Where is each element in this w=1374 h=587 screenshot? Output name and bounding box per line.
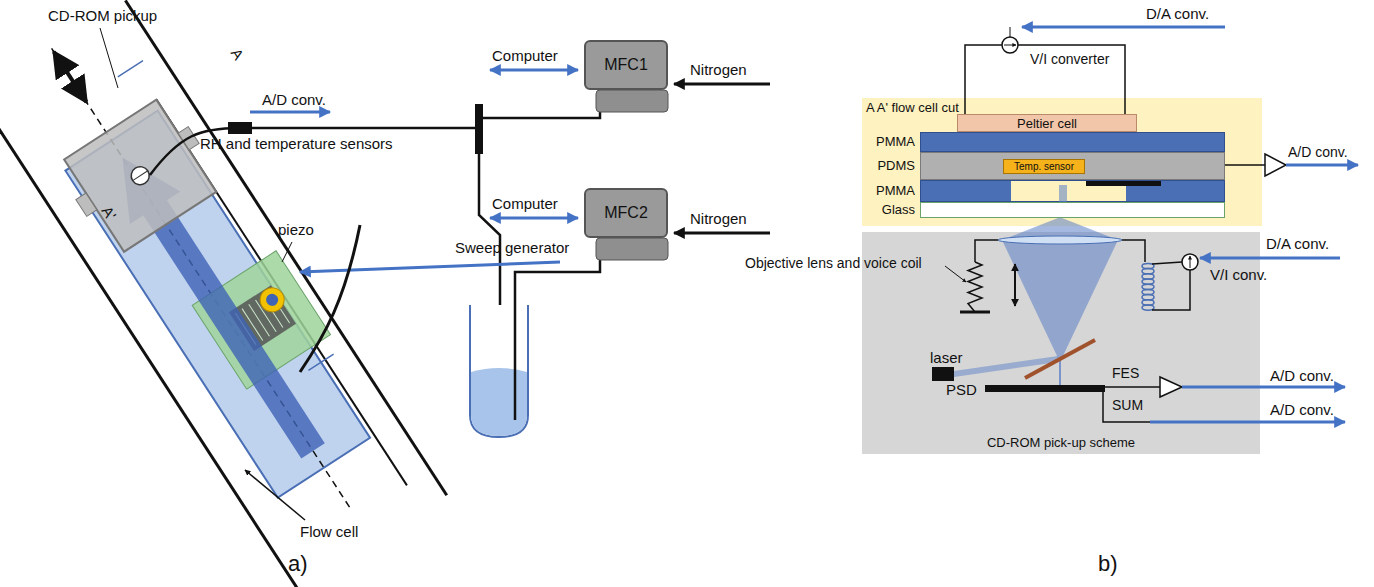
part-label: V/I conv. <box>1210 267 1267 284</box>
part-label: RH and temperature sensors <box>200 136 393 153</box>
probe-bar <box>1086 181 1161 186</box>
pdms-layer: PDMSTemp. sensor <box>920 152 1225 180</box>
part-label: Computer <box>492 48 558 65</box>
part-label: piezo <box>278 222 314 239</box>
flow-controller: MFC2 <box>584 188 668 238</box>
part-label: A <box>227 46 246 63</box>
part-label: Nitrogen <box>690 211 747 228</box>
node-label: Glass <box>882 203 915 217</box>
pickup-region: CD-ROM pick-up scheme <box>862 232 1260 454</box>
flow-cell-assembly <box>0 0 447 587</box>
flow-controller: MFC1 <box>584 40 668 90</box>
node-label: MFC1 <box>604 56 648 74</box>
part-label: laser <box>930 350 963 367</box>
part-label: D/A conv. <box>1146 6 1209 23</box>
part-label: PSD <box>946 382 977 399</box>
part-label: b) <box>1098 552 1118 576</box>
pmma-layer: PMMA <box>920 132 1225 152</box>
node-label: PDMS <box>877 153 915 179</box>
temp-sensor: Temp. sensor <box>1003 159 1085 174</box>
pmma-layer: PMMA <box>920 180 1225 202</box>
part-label: Flow cell <box>300 524 358 541</box>
part-label: Nitrogen <box>690 62 747 79</box>
part-label: a) <box>288 552 308 576</box>
part-label: A/D conv. <box>262 92 326 109</box>
node-label: PMMA <box>876 133 915 151</box>
node-label: Peltier cell <box>1017 116 1077 131</box>
part-label: A/D conv. <box>1270 402 1334 419</box>
part-label: Objective lens and voice coil <box>745 256 922 271</box>
part-label: Computer <box>492 196 558 213</box>
part-label: A/D conv. <box>1288 145 1348 160</box>
node-label: CD-ROM pick-up scheme <box>862 435 1260 450</box>
part-label: FES <box>1112 366 1139 381</box>
part-label: A/D conv. <box>1270 368 1334 385</box>
part-label: SUM <box>1112 398 1143 413</box>
part-label: Sweep generator <box>455 240 569 257</box>
node-label: MFC2 <box>604 204 648 222</box>
node-label: Temp. sensor <box>1014 161 1074 172</box>
glass-layer: Glass <box>920 202 1225 218</box>
node-label: PMMA <box>876 181 915 201</box>
peltier-cell: Peltier cell <box>957 114 1137 132</box>
part-label: V/I converter <box>1030 52 1109 67</box>
node-label: A A' flow cell cut <box>866 100 959 115</box>
flow-cell-section: A A' flow cell cutPeltier cellPMMAPDMSTe… <box>862 98 1262 226</box>
part-label: CD-ROM pickup <box>48 8 157 25</box>
part-label: D/A conv. <box>1266 236 1329 253</box>
